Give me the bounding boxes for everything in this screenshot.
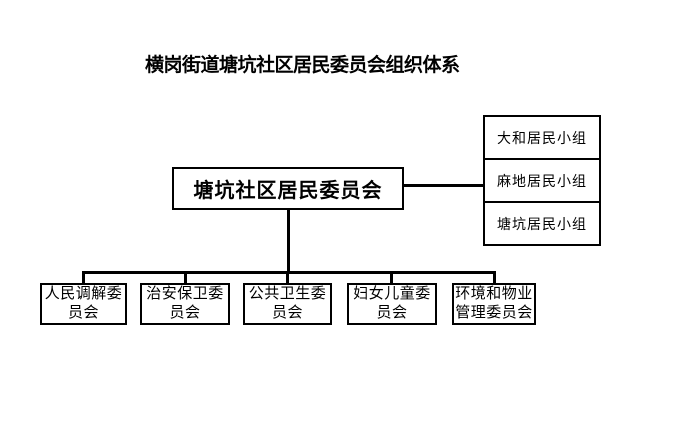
connector-stub-women bbox=[390, 271, 393, 284]
committee-label-line: 员会 bbox=[67, 305, 99, 321]
root-committee-box: 塘坑社区居民委员会 bbox=[172, 167, 404, 210]
connector-stub-mediation bbox=[82, 271, 85, 284]
committee-box-environment-property: 环境和物业 管理委员会 bbox=[452, 283, 536, 325]
committee-label-line: 环境和物业 bbox=[455, 286, 533, 302]
committee-box-security: 治安保卫委 员会 bbox=[140, 283, 230, 325]
resident-group-label: 麻地居民小组 bbox=[497, 174, 587, 190]
committee-label-line: 妇女儿童委 bbox=[353, 286, 431, 302]
committee-label-line: 员会 bbox=[169, 305, 201, 321]
connector-root-vertical bbox=[287, 208, 290, 274]
committee-label-line: 员会 bbox=[376, 305, 408, 321]
committee-label-line: 人民调解委 bbox=[44, 286, 123, 302]
resident-group-box-tangkeng: 塘坑居民小组 bbox=[483, 201, 601, 246]
resident-group-label: 大和居民小组 bbox=[497, 131, 587, 147]
committee-box-mediation: 人民调解委 员会 bbox=[40, 283, 127, 325]
committee-label-line: 员会 bbox=[271, 305, 303, 321]
committee-label-line: 公共卫生委 bbox=[248, 286, 327, 302]
connector-root-to-resident-groups bbox=[404, 184, 483, 187]
committee-box-women-children: 妇女儿童委 员会 bbox=[347, 283, 437, 325]
committee-label-line: 管理委员会 bbox=[455, 305, 533, 321]
resident-group-box-madi: 麻地居民小组 bbox=[483, 158, 601, 203]
connector-committees-bus bbox=[82, 271, 496, 274]
connector-stub-health bbox=[286, 271, 289, 284]
committee-box-public-health: 公共卫生委 员会 bbox=[243, 283, 332, 325]
resident-group-label: 塘坑居民小组 bbox=[497, 217, 587, 233]
chart-title: 横岗街道塘坑社区居民委员会组织体系 bbox=[145, 55, 460, 76]
connector-stub-environment bbox=[493, 271, 496, 284]
connector-stub-security bbox=[184, 271, 187, 284]
resident-groups-stack: 大和居民小组 麻地居民小组 塘坑居民小组 bbox=[483, 115, 601, 246]
resident-group-box-dahe: 大和居民小组 bbox=[483, 115, 601, 160]
root-committee-label: 塘坑社区居民委员会 bbox=[193, 180, 383, 202]
committee-label-line: 治安保卫委 bbox=[146, 286, 224, 302]
